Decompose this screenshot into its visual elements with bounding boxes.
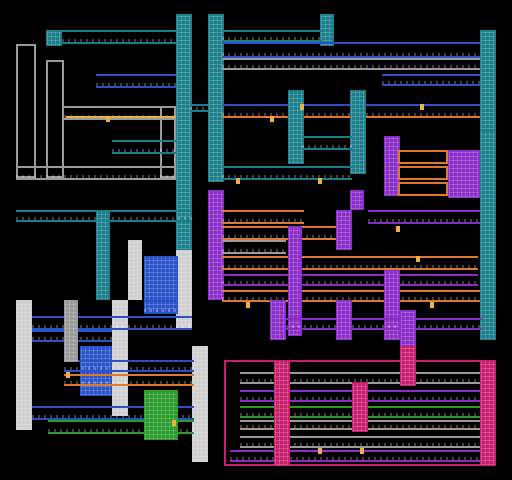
- stone-col-c: [128, 240, 142, 300]
- purple-row-3: [222, 240, 286, 254]
- top-teal-corridor: [222, 30, 322, 42]
- purple-row-2: [222, 226, 350, 240]
- lower-teal-corridor: [222, 166, 352, 180]
- gray-floor-line: [66, 116, 176, 118]
- door-marker: [236, 178, 240, 184]
- door-marker: [172, 420, 176, 426]
- small-teal-room: [302, 136, 352, 150]
- maridia-col-a: [274, 360, 290, 466]
- maridia-col-c: [400, 346, 416, 386]
- central-shaft-left: [176, 14, 192, 250]
- top-blue-corridor: [222, 42, 484, 58]
- purple-left-shaft: [208, 190, 224, 300]
- green-block: [144, 390, 178, 440]
- purple-col-e: [384, 270, 400, 340]
- stone-col-d: [176, 250, 192, 330]
- purple-col-b: [288, 226, 302, 336]
- door-marker: [246, 302, 250, 308]
- teal-top-corridor: [62, 30, 178, 44]
- maridia-row-5: [240, 436, 480, 448]
- teal-mid-corridor: [96, 74, 178, 88]
- gray-bottom-corridor: [16, 166, 176, 180]
- stone-col-e: [192, 346, 208, 462]
- gray-inner-column: [46, 60, 64, 178]
- mid-blue-corridor: [382, 74, 482, 86]
- upper-gray-corridor: [222, 58, 484, 70]
- purple-right-shaft: [480, 130, 496, 340]
- brinstar-row-4: [64, 374, 194, 386]
- maridia-row-6: [230, 450, 480, 462]
- door-marker: [416, 256, 420, 262]
- purple-row-4: [222, 256, 478, 270]
- door-marker: [430, 302, 434, 308]
- blue-block-b: [64, 300, 78, 362]
- purple-col-h: [400, 310, 416, 350]
- purple-row-5: [222, 274, 478, 286]
- central-link: [190, 104, 208, 112]
- purple-col-c: [336, 210, 352, 250]
- blue-stub: [144, 300, 176, 314]
- right-edge-shaft: [480, 30, 496, 130]
- door-marker: [106, 116, 110, 122]
- orange-box-a: [398, 150, 448, 164]
- orange-box-b: [398, 166, 448, 180]
- teal-top-shaft: [46, 30, 62, 46]
- inner-shaft-b: [350, 90, 366, 174]
- brinstar-row-1: [32, 316, 192, 330]
- left-teal-drop: [96, 210, 110, 300]
- purple-col-d: [350, 190, 364, 210]
- purple-col-g: [336, 300, 352, 340]
- inner-shaft-a: [288, 90, 304, 164]
- door-marker: [360, 448, 364, 454]
- door-marker: [300, 104, 304, 110]
- purple-upper-corridor: [368, 210, 480, 224]
- door-marker: [270, 116, 274, 122]
- teal-bottom-corridor: [112, 140, 178, 154]
- maridia-col-b: [352, 382, 368, 432]
- stone-col-a: [16, 300, 32, 430]
- orange-box-c: [398, 182, 448, 196]
- purple-low-corridor: [286, 318, 482, 330]
- door-marker: [66, 372, 70, 378]
- door-marker: [420, 104, 424, 110]
- door-marker: [396, 226, 400, 232]
- purple-sq: [448, 150, 480, 198]
- maridia-col-d: [480, 360, 496, 466]
- blue-block-a: [144, 256, 178, 314]
- central-shaft-right: [208, 14, 224, 182]
- purple-col-a: [384, 136, 400, 196]
- purple-row-1: [222, 210, 304, 224]
- gray-outer-wall: [16, 44, 36, 178]
- gray-right-column: [160, 106, 176, 178]
- door-marker: [318, 178, 322, 184]
- brinstar-row-3: [64, 360, 194, 372]
- purple-col-f: [270, 300, 286, 340]
- door-marker: [318, 448, 322, 454]
